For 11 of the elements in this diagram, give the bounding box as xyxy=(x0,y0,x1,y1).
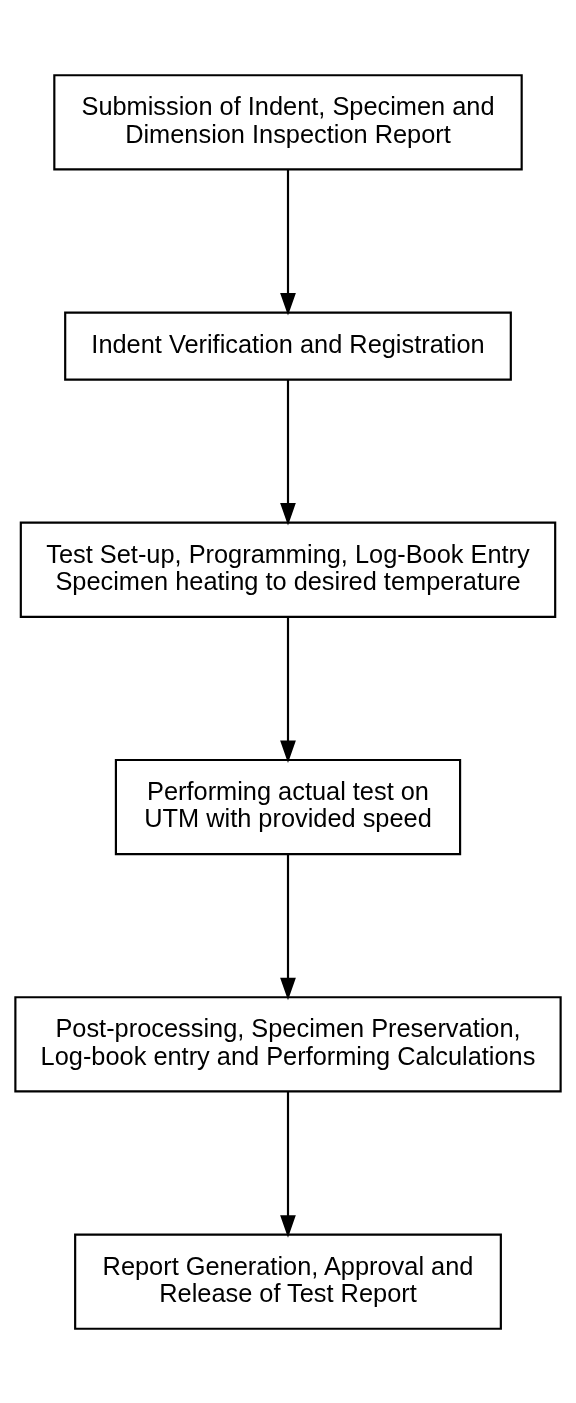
node-box: Indent Verification and Registration xyxy=(64,310,512,381)
node-box: Test Set-up, Programming, Log-Book Entry Specimen heating to desired temperature xyxy=(19,521,557,618)
arrow xyxy=(280,1091,296,1238)
arrow xyxy=(280,379,296,525)
arrow xyxy=(280,616,296,763)
arrow xyxy=(280,169,296,315)
node-box: Performing actual test on UTM with provided speed xyxy=(114,758,462,855)
node-box: Submission of Indent, Specimen and Dimension Inspection Report xyxy=(53,73,523,171)
arrow xyxy=(280,854,296,1000)
node-box: Report Generation, Approval and Release of Test Report xyxy=(74,1232,502,1330)
node-box: Post-processing, Specimen Preservation, Log-book entry and Performing Calculations xyxy=(14,995,562,1093)
